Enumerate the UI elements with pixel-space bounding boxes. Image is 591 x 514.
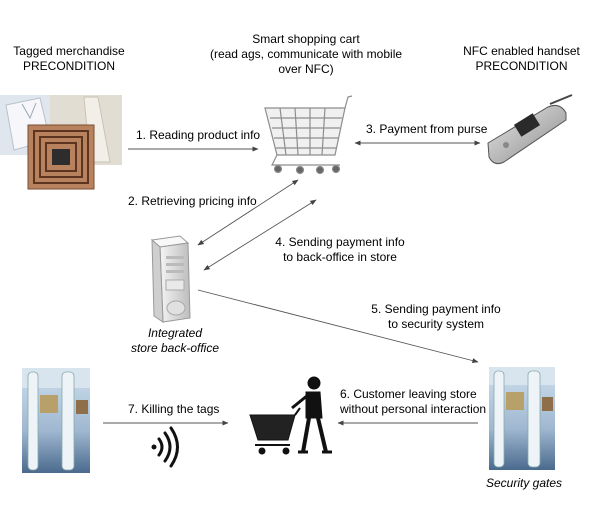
cart-line2: (read ags, communicate with mobile bbox=[209, 47, 403, 61]
tagged-merchandise-image bbox=[0, 95, 122, 190]
step-1-label: 1. Reading product info bbox=[136, 128, 261, 142]
security-gate-image-left bbox=[22, 368, 90, 473]
handset-label: NFC enabled handset PRECONDITION bbox=[452, 44, 591, 74]
backoffice-line1: Integrated bbox=[147, 326, 203, 340]
arrows bbox=[103, 140, 481, 426]
step-7-label: 7. Killing the tags bbox=[128, 402, 220, 416]
security-gate-image bbox=[489, 367, 555, 470]
cart-title: Smart shopping cart bbox=[252, 32, 360, 46]
step-4-label: 4. Sending payment info to back-office i… bbox=[270, 235, 410, 265]
cart-line3: over NFC) bbox=[278, 62, 334, 76]
step-3-label: 3. Payment from purse bbox=[366, 122, 488, 136]
step-5-line1: 5. Sending payment info bbox=[371, 302, 501, 316]
step-6-label: 6. Customer leaving store without person… bbox=[340, 387, 486, 417]
cart-label: Smart shopping cart (read ags, communica… bbox=[196, 32, 416, 77]
merchandise-label: Tagged merchandise PRECONDITION bbox=[0, 44, 138, 74]
backoffice-line2: store back-office bbox=[130, 341, 220, 355]
step-6-line2: without personal interaction bbox=[340, 402, 487, 416]
handset-title: NFC enabled handset bbox=[463, 44, 580, 58]
shopping-cart-icon bbox=[264, 95, 353, 175]
gates-label: Security gates bbox=[485, 476, 563, 490]
step-2-label: 2. Retrieving pricing info bbox=[128, 194, 257, 208]
shopper-with-cart-icon bbox=[249, 376, 332, 455]
step-4-line1: 4. Sending payment info bbox=[275, 235, 405, 249]
step-5-line2: to security system bbox=[387, 317, 485, 331]
step-6-line1: 6. Customer leaving store bbox=[340, 387, 477, 401]
arrow-step-5 bbox=[197, 289, 479, 364]
handset-subtitle: PRECONDITION bbox=[475, 59, 568, 73]
arrow-step-4 bbox=[203, 199, 317, 271]
merchandise-subtitle: PRECONDITION bbox=[22, 59, 115, 73]
step-5-label: 5. Sending payment info to security syst… bbox=[366, 302, 506, 332]
step-4-line2: to back-office in store bbox=[283, 250, 397, 264]
merchandise-title: Tagged merchandise bbox=[13, 44, 125, 58]
nfc-wave-icon bbox=[151, 426, 179, 468]
server-tower-icon bbox=[150, 235, 191, 323]
nfc-phone-icon bbox=[487, 94, 573, 165]
backoffice-label: Integrated store back-office bbox=[114, 326, 236, 356]
